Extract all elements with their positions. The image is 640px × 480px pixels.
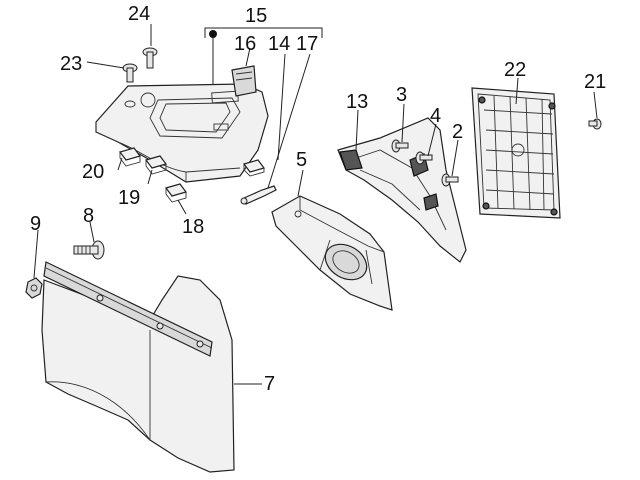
callout-17: 17	[296, 33, 318, 55]
clip-part-16	[231, 65, 257, 97]
callout-labels: 24 15 23 16 14 17 13 3 4 2 22 21 5 20 19…	[30, 3, 606, 395]
plate-holder-part-24	[471, 87, 561, 219]
callout-15: 14	[268, 33, 290, 55]
callout-2: 2	[452, 121, 463, 143]
bolt-part-8	[73, 240, 105, 260]
group-bracket-14	[204, 27, 323, 92]
flap-bracket-bar	[43, 261, 213, 357]
screw-part-21	[122, 63, 138, 83]
callout-5: 5	[296, 149, 307, 171]
nut-part-19	[144, 155, 168, 175]
callout-24: 22	[504, 59, 526, 81]
nut-part-20	[118, 147, 142, 167]
lower-panel-part-5	[271, 195, 393, 311]
mud-flap-part-7	[41, 275, 235, 473]
callout-8: 8	[83, 205, 94, 227]
callout-3: 3	[396, 84, 407, 106]
nut-part-9	[25, 277, 43, 299]
callout-14: 15	[245, 5, 267, 27]
callout-7: 7	[264, 373, 275, 395]
callout-23: 21	[584, 71, 606, 93]
callout-21: 23	[60, 53, 82, 75]
screw-part-4	[415, 151, 433, 165]
screw-part-2	[441, 173, 459, 187]
callout-16: 16	[234, 33, 256, 55]
screw-part-3	[391, 139, 409, 153]
pin-part-17	[240, 185, 277, 205]
leader-lines	[33, 24, 598, 385]
callout-20: 20	[82, 161, 104, 183]
callout-9: 9	[30, 213, 41, 235]
top-tray-part	[95, 83, 269, 183]
callout-22: 24	[128, 3, 150, 25]
inner-fender-part-13	[337, 117, 467, 263]
callout-4: 4	[430, 105, 441, 127]
screw-part-22	[142, 47, 158, 69]
callout-13: 13	[346, 91, 368, 113]
nut-part-18	[164, 183, 188, 203]
block-part-15	[242, 159, 266, 177]
callout-18: 18	[182, 216, 204, 238]
screw-part-23	[588, 118, 602, 130]
callout-19: 19	[118, 187, 140, 209]
